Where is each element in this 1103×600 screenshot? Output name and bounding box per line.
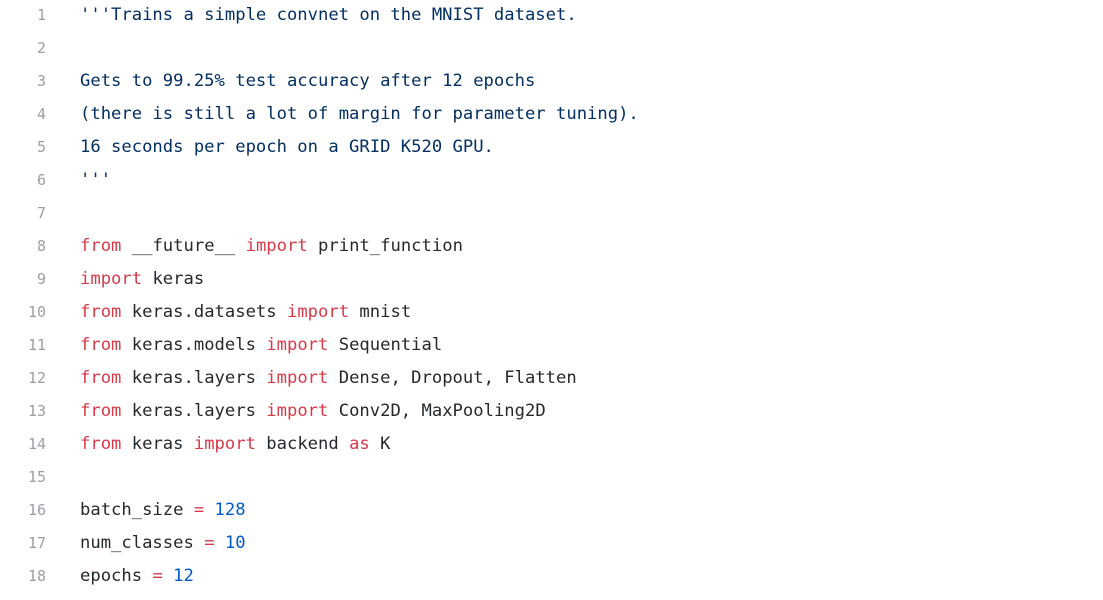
line-number[interactable]: 11 [27,336,46,354]
code-token: keras.datasets [121,302,287,322]
code-token: import [193,434,256,454]
code-token: K [369,434,391,454]
code-token: import [266,401,329,421]
code-line: 9 import keras [0,263,1103,296]
line-number[interactable]: 7 [36,204,46,222]
code-token: Conv2D, MaxPooling2D [328,401,546,421]
code-line: 3 Gets to 99.25% test accuracy after 12 e… [0,65,1103,98]
line-number[interactable]: 3 [36,72,46,90]
code-token [235,236,245,256]
line-number[interactable]: 12 [27,369,46,387]
line-number[interactable]: 6 [36,171,46,189]
line-code: epochs = 12 [80,560,194,593]
code-token: keras.layers [121,368,267,388]
line-number[interactable]: 10 [27,303,46,321]
code-token: 12 [173,566,194,586]
code-token: import [245,236,308,256]
code-token: as [349,434,370,454]
code-line: 6 ''' [0,164,1103,197]
code-line: 14 from keras import backend as K [0,428,1103,461]
code-line: 7 [0,197,1103,230]
line-number[interactable]: 8 [36,237,46,255]
line-code: ''' [80,164,111,197]
code-token: '''Trains a simple convnet on the MNIST … [80,5,577,25]
line-number[interactable]: 18 [27,567,46,585]
code-token: Gets to 99.25% test accuracy after 12 ep… [80,71,536,91]
code-token: = [152,566,163,586]
code-line: 18 epochs = 12 [0,560,1103,593]
code-token: from [80,335,122,355]
code-token: import [80,269,143,289]
code-token [215,533,225,553]
code-token: Dense, Dropout, Flatten [328,368,577,388]
line-number[interactable]: 9 [36,270,46,288]
code-token: (there is still a lot of margin for para… [80,104,639,124]
code-token: from [80,368,122,388]
code-token: keras [121,434,194,454]
line-number[interactable]: 4 [36,105,46,123]
line-code: from keras import backend as K [80,428,390,461]
code-line: 1 '''Trains a simple convnet on the MNIST… [0,0,1103,32]
line-number[interactable]: 17 [27,534,46,552]
line-number[interactable]: 14 [27,435,46,453]
code-token: from [80,236,122,256]
line-number[interactable]: 15 [27,468,46,486]
line-code: from keras.datasets import mnist [80,296,411,329]
code-token: from [80,434,122,454]
code-line: 4 (there is still a lot of margin for par… [0,98,1103,131]
line-code: from keras.layers import Conv2D, MaxPool… [80,395,546,428]
line-number[interactable]: 1 [36,6,46,24]
code-token: mnist [349,302,412,322]
code-token: num_classes [80,533,205,553]
line-code: (there is still a lot of margin for para… [80,98,639,131]
code-token: = [204,533,215,553]
code-token: keras [142,269,205,289]
code-token [204,500,214,520]
code-line: 15 [0,461,1103,494]
code-token: = [193,500,205,520]
code-line: 11 from keras.models import Sequential [0,329,1103,362]
code-token: import [286,302,350,322]
line-code: 16 seconds per epoch on a GRID K520 GPU. [80,131,494,164]
code-token: __future__ [131,236,236,256]
line-number[interactable]: 16 [27,501,46,519]
line-number[interactable]: 2 [36,39,46,57]
code-token: from [80,401,122,421]
code-token: 16 seconds per epoch on a GRID K520 GPU. [80,137,494,157]
line-code: batch_size = 128 [80,494,246,527]
line-code: Gets to 99.25% test accuracy after 12 ep… [80,65,535,98]
line-code: from keras.layers import Dense, Dropout,… [80,362,577,395]
code-token: import [266,368,329,388]
code-line: 5 16 seconds per epoch on a GRID K520 GPU… [0,131,1103,164]
code-token: 128 [214,500,246,520]
code-line: 16 batch_size = 128 [0,494,1103,527]
line-code: from __future__ import print_function [80,230,463,263]
code-token: import [266,335,329,355]
code-line: 10 from keras.datasets import mnist [0,296,1103,329]
code-token: Sequential [328,335,443,355]
line-number[interactable]: 5 [36,138,46,156]
code-token: keras.layers [121,401,267,421]
code-token: ''' [80,170,112,190]
code-token: keras.models [121,335,267,355]
line-code: num_classes = 10 [80,527,246,560]
line-number[interactable]: 13 [27,402,46,420]
code-token: batch_size [80,500,194,520]
code-line: 17 num_classes = 10 [0,527,1103,560]
code-token [121,236,131,256]
code-line: 12 from keras.layers import Dense, Dropou… [0,362,1103,395]
code-token: backend [255,434,350,454]
code-token: from [80,302,122,322]
line-code: '''Trains a simple convnet on the MNIST … [80,0,577,32]
code-token: epochs [80,566,153,586]
line-code: from keras.models import Sequential [80,329,442,362]
code-line: 8 from __future__ import print_function [0,230,1103,263]
line-code: import keras [80,263,204,296]
code-token: 10 [224,533,246,553]
code-line: 2 [0,32,1103,65]
code-line: 13 from keras.layers import Conv2D, MaxPo… [0,395,1103,428]
code-token: print_function [307,236,463,256]
code-token [163,566,173,586]
